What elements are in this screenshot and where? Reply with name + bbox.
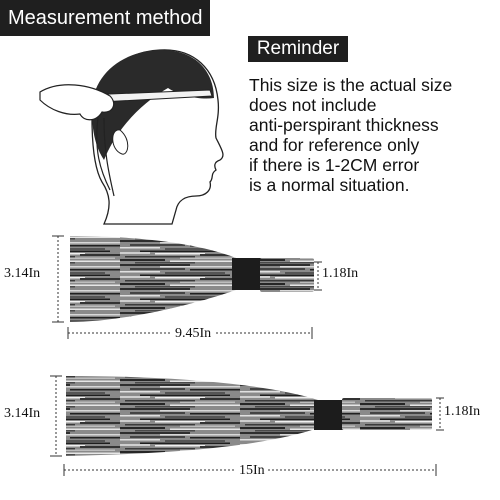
large-height-label: 3.14In — [4, 406, 41, 421]
hair-cap — [91, 50, 214, 160]
reminder-line: does not include — [249, 95, 377, 115]
headband-large-elastic — [342, 398, 432, 430]
reminder-line: if there is 1-2CM error — [249, 155, 420, 175]
headband-small-gather — [232, 258, 262, 290]
headband-small — [52, 235, 322, 339]
headband-large-gather — [314, 400, 344, 430]
reminder-line: anti-perspirant thickness — [249, 115, 439, 135]
measurement-method-title: Measurement method — [0, 0, 210, 36]
headband-small-fabric — [70, 236, 236, 322]
head-illustration — [39, 49, 224, 225]
reminder-text: This size is the actual size does not in… — [249, 75, 494, 195]
small-band-width-label: 1.18In — [322, 266, 359, 281]
reminder-line: and for reference only — [249, 135, 420, 155]
reminder-label: Reminder — [248, 36, 348, 62]
small-height-label: 3.14In — [4, 266, 41, 281]
reminder-line: is a normal situation. — [249, 175, 410, 195]
hand-shape — [39, 84, 115, 121]
small-length-label: 9.45In — [172, 326, 215, 342]
large-length-label: 15In — [236, 463, 268, 479]
tape-tail — [96, 117, 115, 197]
reminder-line: This size is the actual size — [249, 75, 453, 95]
headband-large-fabric — [66, 376, 318, 456]
ear-shape — [112, 129, 129, 155]
headband-large — [50, 375, 444, 476]
headband-small-elastic — [260, 258, 314, 292]
large-band-width-label: 1.18In — [444, 404, 481, 419]
